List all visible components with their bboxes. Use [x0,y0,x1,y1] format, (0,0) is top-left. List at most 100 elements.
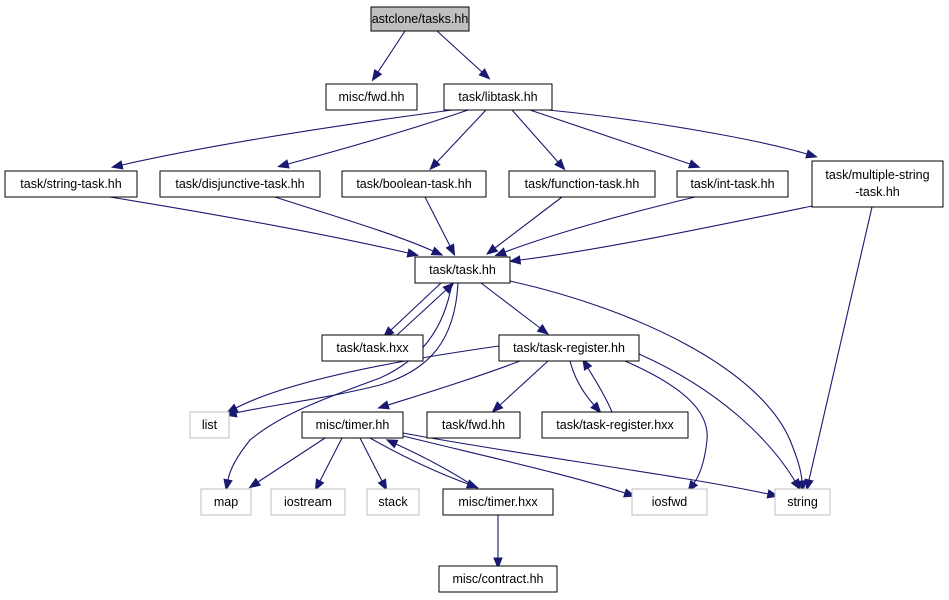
node-task-boolean-task-hh[interactable]: task/boolean-task.hh [341,170,487,198]
node-label: task/function-task.hh [525,177,640,191]
arrowhead [465,479,479,489]
arrowhead [377,478,388,492]
node-task-task-hxx[interactable]: task/task.hxx [321,334,424,362]
node-task-function-task-hh[interactable]: task/function-task.hh [508,170,656,198]
edge-libtask-to-multiple-string-task [547,109,818,159]
node-label: stack [378,495,408,509]
edge-disjunctive-task-to-task-hh [274,196,444,256]
edge-libtask-to-disjunctive-task [277,109,469,169]
arrowhead [478,68,491,80]
arrowhead [804,478,814,492]
node-iosfwd[interactable]: iosfwd [631,488,708,516]
node-label: task/fwd.hh [442,418,505,432]
edge-root-to-misc-fwd [371,30,406,82]
arrowhead [508,255,522,265]
node-label: iostream [284,495,332,509]
edge-layer [109,30,873,570]
edge-boolean-task-to-task-hh [424,196,456,257]
edge-timer-hh-to-stack [359,437,388,492]
node-label: misc/contract.hh [452,572,543,586]
edge-timer-hh-to-iosfwd [402,435,636,498]
arrowhead [248,477,262,489]
node-iostream[interactable]: iostream [270,488,346,516]
node-label: task/boolean-task.hh [356,177,471,191]
node-label: task/task.hxx [336,341,409,355]
arrowhead [582,358,593,371]
arrowhead [277,159,290,169]
node-label: misc/timer.hh [316,418,390,432]
edge-multiple-string-task-to-task-hh [508,205,813,265]
node-label: astclone/tasks.hh [372,12,469,26]
edge-task-register-hh-to-list [225,345,500,414]
arrowhead [590,401,602,414]
edge-string-task-to-task-hh [109,196,420,258]
node-task-task-hh[interactable]: task/task.hh [414,256,511,284]
node-task-multiple-string-task-hh[interactable]: task/multiple-string -task.hh [811,160,944,208]
node-task-int-task-hh[interactable]: task/int-task.hh [676,170,789,198]
arrowhead [223,478,233,492]
arrowhead [110,160,124,170]
arrowhead [429,158,441,171]
edge-timer-hh-to-string [402,432,780,499]
edge-task-register-hh-to-string [638,353,801,491]
edge-timer-hh-to-iostream [314,437,343,492]
node-astclone-tasks-hh[interactable]: astclone/tasks.hh [370,6,470,32]
node-task-libtask-hh[interactable]: task/libtask.hh [443,83,553,111]
node-label: misc/timer.hxx [458,495,538,509]
arrowhead [790,478,801,491]
node-list[interactable]: list [189,411,230,439]
node-misc-timer-hh[interactable]: misc/timer.hh [301,411,404,439]
node-label: task/task-register.hxx [556,418,674,432]
edge-task-register-hh-to-task-fwd [491,360,549,413]
arrowhead [314,478,325,492]
node-label: task/libtask.hh [458,90,537,104]
node-label-line-2: -task.hh [855,185,900,199]
node-misc-fwd-hh[interactable]: misc/fwd.hh [325,83,418,111]
edge-root-to-libtask [436,30,491,80]
edge-libtask-to-string-task [110,109,453,170]
arrowhead [485,243,499,255]
node-label: iosfwd [652,495,687,509]
edge-libtask-to-int-task [529,109,701,169]
arrowhead [430,246,444,256]
edge-task-register-hh-to-timer-hh [377,360,521,410]
node-label: task/task-register.hh [513,341,625,355]
arrowhead [554,158,566,171]
node-label: task/disjunctive-task.hh [175,177,304,191]
arrowhead [377,400,390,410]
node-misc-contract-hh[interactable]: misc/contract.hh [438,565,558,593]
arrowhead [385,439,399,449]
edge-task-hh-to-task-hxx [382,282,442,338]
node-layer: astclone/tasks.hh misc/fwd.hh task/libta… [4,6,944,593]
node-misc-timer-hxx[interactable]: misc/timer.hxx [442,488,554,516]
edge-task-register-hxx-to-task-register-hh [582,358,613,413]
node-map[interactable]: map [200,488,252,516]
node-task-disjunctive-task-hh[interactable]: task/disjunctive-task.hh [159,170,321,198]
edge-task-hh-to-task-register-hh [480,282,550,335]
node-task-string-task-hh[interactable]: task/string-task.hh [4,170,138,198]
edge-timer-hh-to-map [248,437,326,489]
edge-timer-hxx-to-contract [493,515,503,570]
node-task-fwd-hh[interactable]: task/fwd.hh [426,411,521,439]
edge-libtask-to-function-task [511,109,566,171]
node-task-task-register-hh[interactable]: task/task-register.hh [498,334,640,362]
edge-task-hh-to-string [509,280,807,493]
node-task-task-register-hxx[interactable]: task/task-register.hxx [541,411,689,439]
arrowhead [494,247,508,257]
node-stack[interactable]: stack [366,488,420,516]
arrowhead [491,401,504,413]
edge-libtask-to-boolean-task [429,109,487,171]
arrowhead [536,323,550,335]
edge-function-task-to-task-hh [485,196,563,255]
edge-task-hh-to-map [223,282,453,492]
arrowhead [687,159,701,169]
edge-timer-hxx-to-timer-hh [385,439,479,490]
node-string[interactable]: string [774,488,831,516]
node-label: task/int-task.hh [690,177,774,191]
edge-multiple-string-task-to-string [804,206,873,492]
node-label: task/string-task.hh [20,177,121,191]
arrowhead [805,149,818,159]
edge-int-task-to-task-hh [494,196,696,257]
arrowhead [225,403,239,414]
